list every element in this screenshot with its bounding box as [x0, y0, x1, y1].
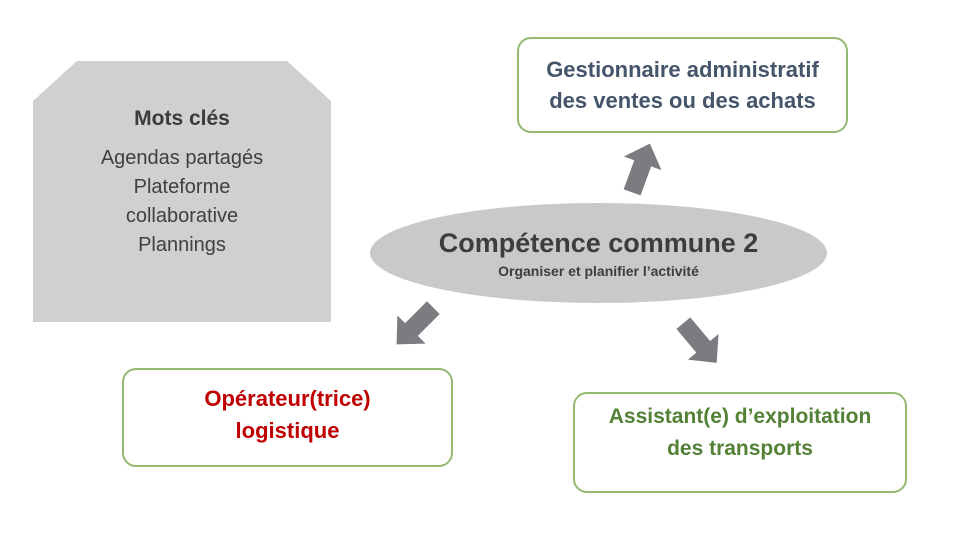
keywords-panel: Mots clés Agendas partagés Plateforme co…: [33, 61, 331, 322]
job-label-line: des ventes ou des achats: [549, 88, 816, 113]
block-arrow-down-right-icon: [668, 310, 732, 376]
keyword-line: Plannings: [138, 234, 226, 256]
job-node-gestionnaire: Gestionnaire administratif des ventes ou…: [517, 37, 848, 133]
competence-subtitle: Organiser et planifier l’activité: [498, 262, 699, 279]
job-label-line: logistique: [235, 417, 340, 443]
job-label-line: Assistant(e) d’exploitation: [608, 404, 872, 428]
job-node-assistant: Assistant(e) d’exploitation des transpor…: [573, 392, 907, 493]
job-node-operateur: Opérateur(trice) logistique: [122, 368, 453, 467]
keyword-line: Agendas partagés: [100, 147, 264, 169]
competence-ellipse: Compétence commune 2 Organiser et planif…: [370, 203, 827, 303]
keywords-list: Agendas partagés Plateforme collaborativ…: [33, 144, 331, 260]
block-arrow-up-icon: [613, 137, 668, 200]
competence-title: Compétence commune 2: [438, 227, 759, 258]
keywords-title: Mots clés: [134, 107, 230, 130]
block-arrow-down-left-icon: [382, 293, 447, 358]
keyword-line: Plateforme: [133, 176, 231, 198]
job-label-line: Gestionnaire administratif: [546, 57, 819, 82]
job-label-line: Opérateur(trice): [204, 385, 371, 411]
job-label-line: des transports: [667, 436, 813, 460]
keyword-line: collaborative: [125, 205, 239, 227]
